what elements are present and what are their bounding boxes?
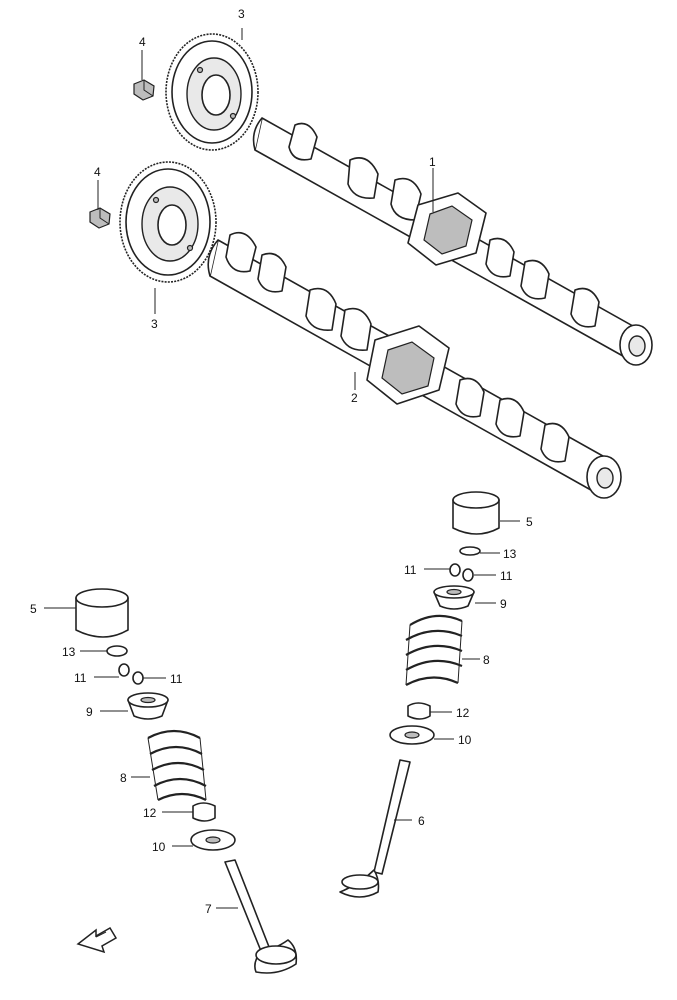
callout-9-right: 9 — [500, 597, 507, 611]
tappet-left — [75, 588, 129, 638]
cotter-left — [118, 663, 144, 685]
callout-12-left: 12 — [143, 806, 157, 820]
callout-13-left: 13 — [62, 645, 76, 659]
callout-10-left: 10 — [152, 840, 166, 854]
callout-4-top: 4 — [139, 35, 146, 49]
callout-13-right: 13 — [503, 547, 517, 561]
callout-10-right: 10 — [458, 733, 472, 747]
callout-5-left: 5 — [30, 602, 37, 616]
seal-left — [192, 802, 216, 822]
shim-left — [106, 645, 128, 657]
callout-11-right-b: 11 — [500, 569, 513, 583]
cotter-right — [449, 563, 474, 582]
callout-6: 6 — [418, 814, 425, 828]
leader-lines — [44, 28, 520, 909]
callout-11-right-a: 11 — [404, 563, 417, 577]
retainer-left — [127, 692, 169, 720]
callout-7: 7 — [205, 902, 212, 916]
callout-12-right: 12 — [456, 706, 470, 720]
sprocket-bolt-top — [133, 79, 155, 101]
retainer-right — [433, 585, 475, 610]
valve-exhaust — [339, 759, 411, 898]
forward-arrow-icon — [76, 926, 118, 954]
callout-9-left: 9 — [86, 705, 93, 719]
callout-1: 1 — [429, 155, 436, 169]
callout-2: 2 — [351, 391, 358, 405]
seal-right — [407, 702, 431, 720]
cam-sprocket-top — [165, 33, 259, 151]
camshaft-intake — [207, 231, 622, 499]
sprocket-bolt-bottom — [89, 207, 111, 229]
spring-seat-right — [389, 725, 435, 745]
valve-intake — [224, 859, 298, 974]
callout-4-bottom: 4 — [94, 165, 101, 179]
callout-5-right: 5 — [526, 515, 533, 529]
tappet-right — [452, 491, 500, 535]
callout-11-left-b: 11 — [170, 672, 183, 686]
callout-11-left-a: 11 — [74, 671, 87, 685]
spring-seat-left — [190, 829, 236, 851]
valve-spring-right — [405, 614, 463, 686]
callout-8-left: 8 — [120, 771, 127, 785]
callout-8-right: 8 — [483, 653, 490, 667]
shim-right — [459, 546, 481, 556]
callout-3-top: 3 — [238, 7, 245, 21]
cam-sprocket-bottom — [119, 161, 217, 283]
camshaft-exhaust — [252, 117, 653, 366]
callout-3-bottom: 3 — [151, 317, 158, 331]
valve-spring-left — [147, 729, 207, 801]
